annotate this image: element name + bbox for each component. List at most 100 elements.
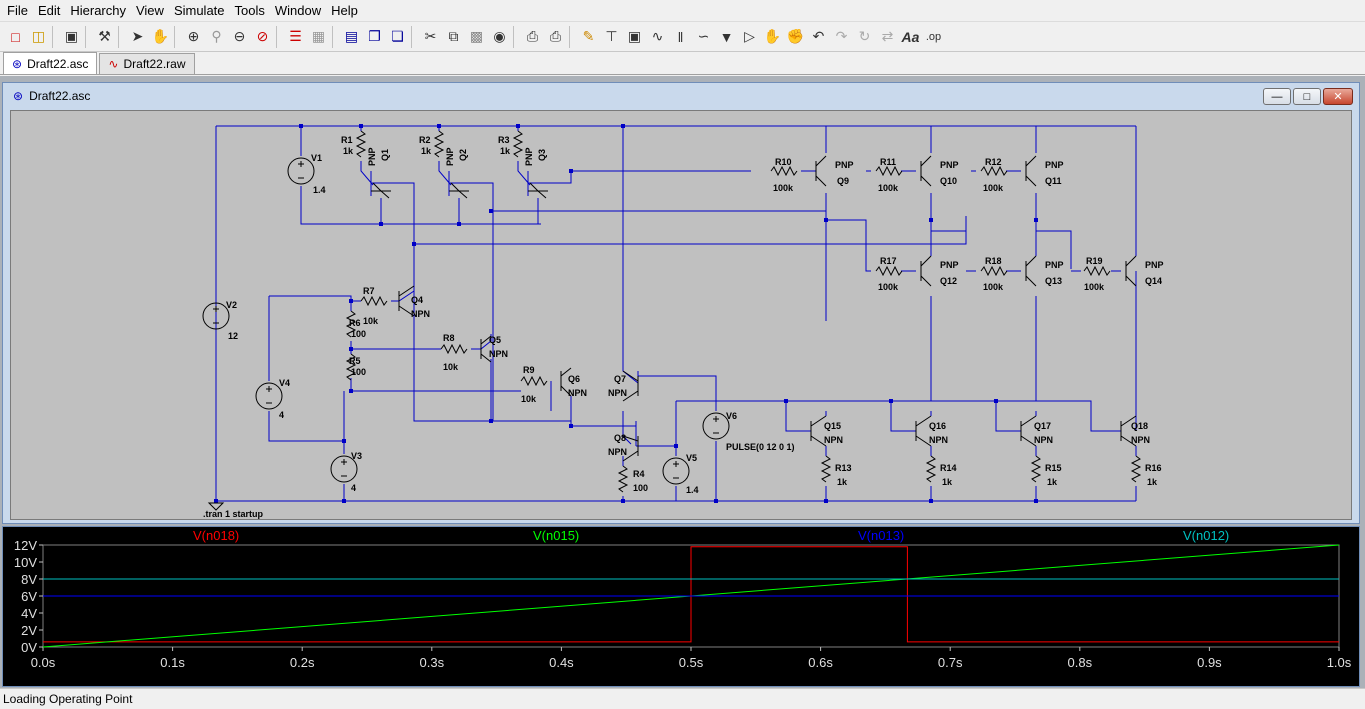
rotate-icon[interactable]: ↻	[858, 28, 871, 44]
paste-icon[interactable]: ▩	[469, 28, 484, 44]
draw-wire-icon[interactable]: ✎	[582, 28, 595, 44]
zoom-out-icon[interactable]: ⊖	[233, 28, 246, 44]
svg-text:100k: 100k	[983, 183, 1004, 193]
svg-text:10k: 10k	[521, 394, 537, 404]
window-title: Draft22.asc	[29, 89, 91, 103]
spice-directive[interactable]: .tran 1 startup	[203, 509, 264, 519]
svg-text:NPN: NPN	[411, 309, 430, 319]
svg-text:100k: 100k	[1084, 282, 1105, 292]
menu-file[interactable]: File	[7, 3, 28, 18]
menu-edit[interactable]: Edit	[37, 3, 61, 18]
zoom-cancel-icon[interactable]: ⊘	[256, 28, 269, 44]
svg-text:R19: R19	[1086, 256, 1103, 266]
svg-text:PNP: PNP	[1045, 260, 1064, 270]
ground-icon[interactable]: ⊤	[605, 28, 618, 44]
drag-icon[interactable]: ✊	[786, 28, 805, 44]
menu-help[interactable]: Help	[331, 3, 358, 18]
svg-text:PNP: PNP	[835, 160, 854, 170]
zoom-in-icon[interactable]: ⊕	[187, 28, 200, 44]
status-text: Loading Operating Point	[3, 692, 133, 706]
cascade-icon[interactable]: ❐	[368, 28, 381, 44]
copy-icon[interactable]: ⧉	[448, 28, 459, 44]
tab-draft22-asc[interactable]: ⊛ Draft22.asc	[3, 52, 98, 74]
ground-symbol	[207, 502, 225, 511]
svg-text:NPN: NPN	[1034, 435, 1053, 445]
transistor-symbols	[371, 155, 1137, 462]
new-schematic-icon[interactable]: □	[11, 28, 20, 45]
halt-icon[interactable]: ✋	[151, 28, 170, 44]
status-bar: Loading Operating Point	[0, 688, 1365, 709]
resistor-icon[interactable]: ∿	[651, 28, 664, 44]
find-icon[interactable]: ◉	[493, 28, 506, 44]
svg-text:R10: R10	[775, 157, 792, 167]
save-icon[interactable]: ▣	[64, 28, 79, 44]
component-icon[interactable]: ▷	[744, 28, 755, 44]
y-tick-label: 2V	[21, 623, 37, 638]
open-folder-icon[interactable]: ◫	[31, 28, 46, 44]
menu-view[interactable]: View	[135, 3, 164, 18]
svg-text:V3: V3	[351, 451, 362, 461]
schematic-window[interactable]: ⊛ Draft22.asc — □ ✕	[2, 82, 1360, 524]
minimize-button[interactable]: —	[1263, 88, 1291, 105]
close-button[interactable]: ✕	[1323, 88, 1353, 105]
move-icon[interactable]: ✋	[763, 28, 782, 44]
svg-text:Q9: Q9	[837, 176, 849, 186]
svg-text:100k: 100k	[983, 282, 1004, 292]
diode-icon[interactable]: ▼	[719, 28, 734, 45]
svg-text:NPN: NPN	[824, 435, 843, 445]
svg-text:R6: R6	[349, 318, 361, 328]
maximize-button[interactable]: □	[1293, 88, 1321, 105]
window-title-bar[interactable]: ⊛ Draft22.asc	[3, 83, 1359, 109]
grid-icon[interactable]: ▦	[311, 28, 326, 44]
autorange-icon[interactable]: ☰	[289, 28, 302, 44]
print-setup-icon[interactable]: ⎙	[526, 28, 539, 44]
inductor-icon[interactable]: ∽	[697, 28, 710, 44]
menu-bar: File Edit Hierarchy View Simulate Tools …	[0, 0, 1365, 21]
mirror-icon[interactable]: ⇄	[881, 28, 894, 44]
svg-text:1k: 1k	[1047, 477, 1058, 487]
svg-text:Q8: Q8	[614, 433, 626, 443]
svg-text:1k: 1k	[1147, 477, 1158, 487]
text-icon[interactable]: Aa	[901, 28, 920, 45]
legend-V(n013): V(n013)	[858, 528, 904, 543]
run-icon[interactable]: ➤	[131, 28, 144, 44]
y-tick-label: 8V	[21, 572, 37, 587]
svg-text:12: 12	[228, 331, 238, 341]
menu-window[interactable]: Window	[274, 3, 322, 18]
svg-text:V4: V4	[279, 378, 290, 388]
tab-draft22-raw[interactable]: ∿ Draft22.raw	[99, 53, 195, 74]
svg-text:100: 100	[633, 483, 648, 493]
undo-icon[interactable]: ↶	[812, 28, 825, 44]
svg-text:NPN: NPN	[568, 388, 587, 398]
tile-horizontal-icon[interactable]: ▤	[344, 28, 359, 44]
cut-icon[interactable]: ✂	[424, 28, 437, 44]
spice-directive-icon[interactable]: .op	[925, 30, 942, 43]
x-tick-label: 0.6s	[808, 655, 833, 670]
close-windows-icon[interactable]: ❏	[391, 28, 404, 44]
redo-icon[interactable]: ↷	[835, 28, 848, 44]
control-panel-icon[interactable]: ⚒	[98, 28, 111, 44]
window-controls: — □ ✕	[1263, 88, 1353, 105]
pan-icon[interactable]: ⚲	[211, 28, 222, 44]
menu-hierarchy[interactable]: Hierarchy	[70, 3, 126, 18]
label-net-icon[interactable]: ▣	[627, 28, 642, 44]
capacitor-icon[interactable]: ‖	[677, 28, 684, 45]
menu-tools[interactable]: Tools	[234, 3, 265, 18]
x-tick-label: 0.2s	[290, 655, 315, 670]
svg-text:1k: 1k	[343, 146, 354, 156]
svg-text:100k: 100k	[878, 282, 899, 292]
y-tick-label: 10V	[14, 555, 37, 570]
tab-label: Draft22.raw	[123, 57, 186, 71]
print-icon[interactable]: ⎙	[549, 28, 562, 44]
schematic-icon: ⊛	[12, 56, 23, 71]
x-tick-label: 0.7s	[938, 655, 963, 670]
svg-text:Q4: Q4	[411, 295, 423, 305]
toolbar-separator	[332, 25, 338, 48]
toolbar-separator	[513, 25, 519, 48]
menu-simulate[interactable]: Simulate	[173, 3, 225, 18]
